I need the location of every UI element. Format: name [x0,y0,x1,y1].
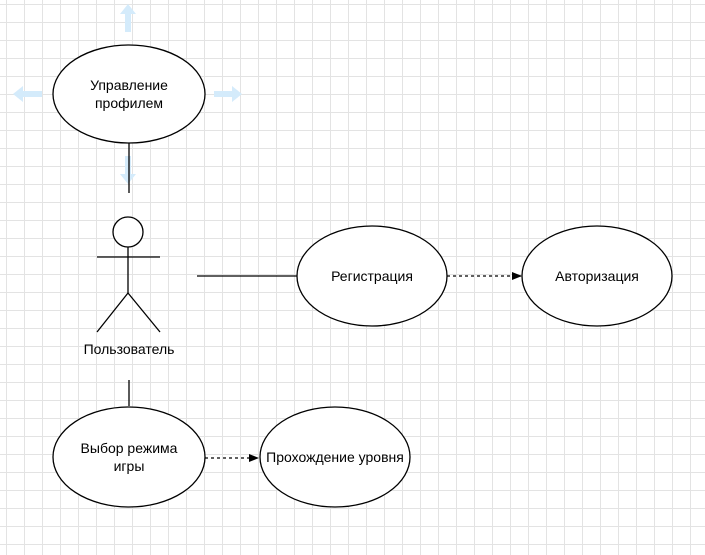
hover-arrow-right-icon[interactable] [214,86,242,102]
use-case-registration[interactable] [296,225,448,327]
hover-arrow-left-icon[interactable] [13,86,42,102]
use-case-authorization[interactable] [521,225,673,327]
use-case-game-mode[interactable] [52,406,206,508]
use-case-profile[interactable] [52,44,206,144]
actor-figure[interactable] [96,216,161,333]
hover-arrow-up-icon[interactable] [120,4,136,32]
use-case-level[interactable] [259,406,411,508]
hover-arrow-down-icon[interactable] [120,156,136,184]
actor-label: Пользователь [83,341,175,357]
